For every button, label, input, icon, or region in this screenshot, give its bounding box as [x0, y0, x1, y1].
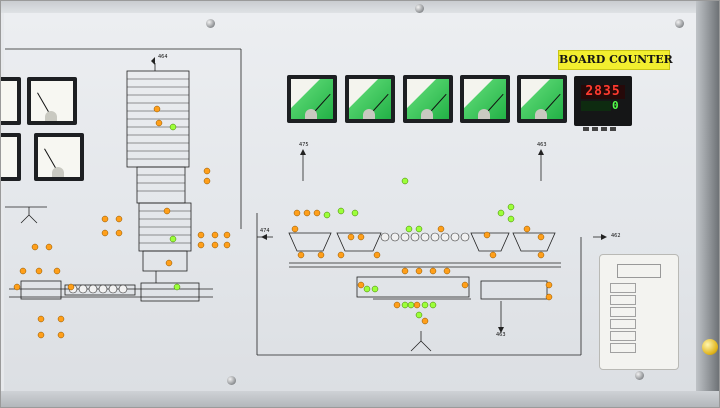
- plate-box: [610, 331, 636, 341]
- plate-box: [610, 295, 636, 305]
- ref-mid-right: 462: [611, 233, 621, 239]
- screw-icon: [415, 4, 424, 13]
- board-counter-label: BOARD COUNTER: [558, 50, 673, 70]
- plate-box: [610, 343, 636, 353]
- ammeter-icon: [403, 75, 453, 123]
- panel-side-rail: [696, 1, 719, 407]
- ammeter-icon: [27, 77, 77, 125]
- yellow-knob-icon[interactable]: [702, 339, 718, 355]
- plate-box: [610, 307, 636, 317]
- ammeter-icon: [517, 75, 567, 123]
- panel-top-edge: [1, 1, 719, 13]
- ammeter-icon: [287, 75, 337, 123]
- screw-icon: [675, 19, 684, 28]
- counter-buttons[interactable]: [583, 116, 623, 131]
- ammeter-icon: [34, 133, 84, 181]
- ref-mid-left: 474: [260, 228, 270, 234]
- ref-meter-right: 463: [537, 142, 547, 148]
- ammeter-icon: [1, 77, 21, 125]
- counter-sub-value: 0: [612, 99, 619, 112]
- board-counter-display: 2835 0: [574, 76, 632, 131]
- screw-icon: [206, 19, 215, 28]
- plate-header: [617, 264, 661, 278]
- info-plate: [599, 254, 679, 370]
- ref-top-left: 464: [158, 54, 168, 60]
- ammeter-icon: [345, 75, 395, 123]
- ref-meter-left: 475: [299, 142, 309, 148]
- plate-box: [610, 319, 636, 329]
- counter-sub-display: [581, 101, 611, 111]
- counter-value: 2835: [585, 84, 621, 99]
- ammeter-icon: [460, 75, 510, 123]
- ammeter-icon: [1, 133, 21, 181]
- screw-icon: [635, 371, 644, 380]
- plate-box: [610, 283, 636, 293]
- ref-bottom: 463: [496, 332, 506, 338]
- panel-bottom-edge: [1, 391, 719, 407]
- screw-icon: [227, 376, 236, 385]
